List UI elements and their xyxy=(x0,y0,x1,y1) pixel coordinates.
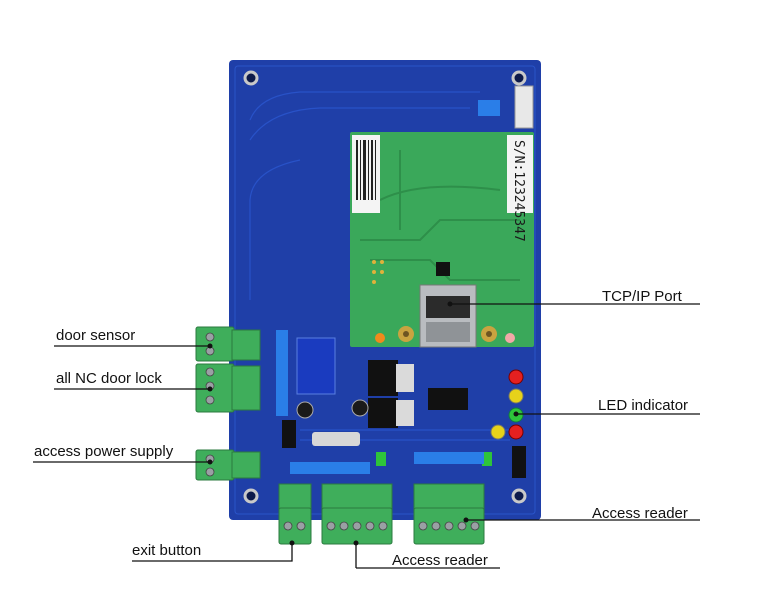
label-exit-button: exit button xyxy=(132,542,202,559)
label-nc-door-lock: all NC door lock xyxy=(56,370,162,387)
label-access-reader-right: Access reader xyxy=(592,505,688,522)
label-led-indicator: LED indicator xyxy=(598,397,689,414)
label-tcpip-port: TCP/IP Port xyxy=(602,288,682,305)
label-access-reader-bottom: Access reader xyxy=(392,552,488,569)
leader-lines xyxy=(33,301,700,569)
serial-number: S/N:123245347 xyxy=(511,140,526,242)
label-door-sensor: door sensor xyxy=(56,327,136,344)
mounting-holes xyxy=(243,70,527,504)
label-access-power-supply: access power supply xyxy=(34,443,174,460)
status-leds xyxy=(490,369,524,440)
network-module xyxy=(350,132,534,347)
